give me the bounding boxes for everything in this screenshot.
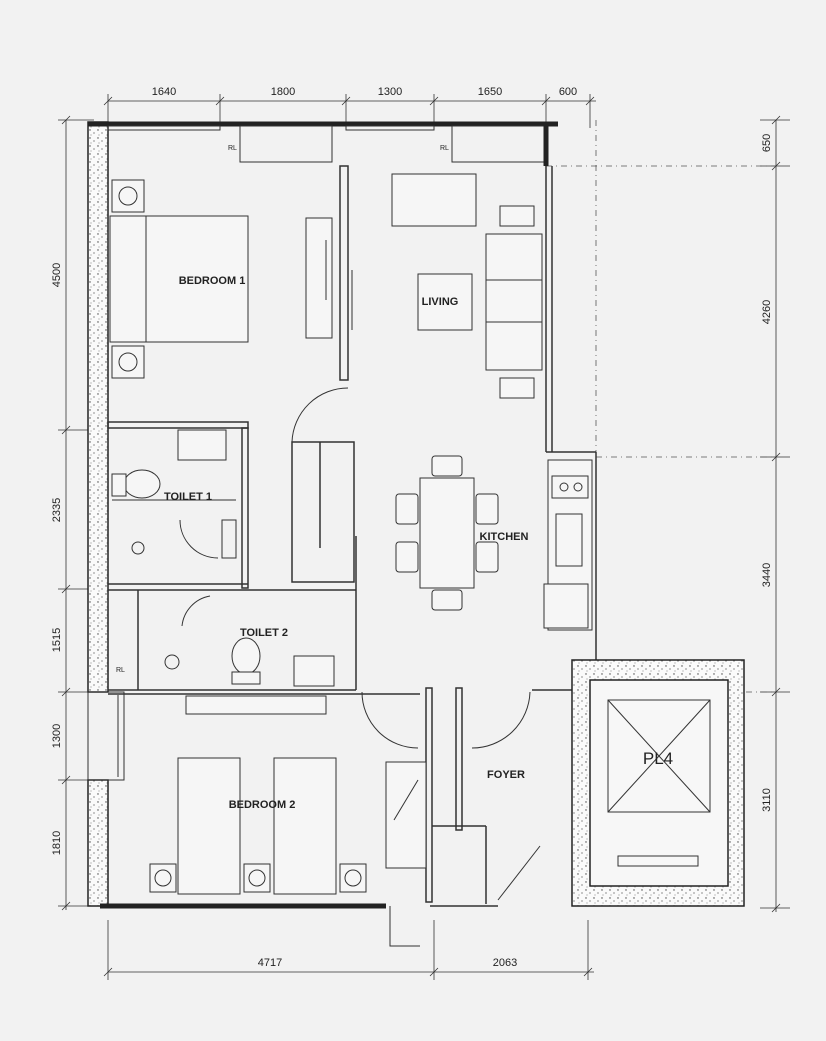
- bedroom2-furniture: [149, 695, 427, 895]
- shower-1: [177, 429, 227, 461]
- dim-left-2: 2335: [51, 498, 63, 522]
- bedroom1-furniture: [109, 179, 353, 379]
- rl-tag-2: RL: [440, 145, 449, 152]
- bed-2a: [177, 757, 241, 895]
- living-furniture: [391, 173, 543, 399]
- sink: [555, 513, 583, 567]
- interior-walls: [107, 165, 596, 904]
- rl-tags: RL RL RL: [116, 145, 449, 674]
- wc-1: [123, 469, 161, 499]
- toilet2-fixtures: [164, 595, 335, 687]
- sofa: [485, 233, 543, 371]
- room-toilet1: TOILET 1: [164, 491, 212, 503]
- dim-top-3: 1300: [378, 86, 402, 98]
- room-toilet2: TOILET 2: [240, 627, 288, 639]
- rl-tag-1: RL: [228, 145, 237, 152]
- dim-bottom-1: 4717: [258, 957, 282, 969]
- dining-set: [395, 455, 499, 611]
- coffee-table: [417, 273, 473, 331]
- dimension-labels-right: 650 4260 3440 3110: [761, 134, 773, 812]
- wardrobe: [305, 217, 333, 339]
- dim-top-2: 1800: [271, 86, 295, 98]
- room-kitchen: KITCHEN: [480, 531, 529, 543]
- doors: [291, 387, 541, 947]
- nightstand-bottom: [111, 345, 145, 379]
- dim-right-3: 3440: [761, 563, 773, 587]
- dim-left-4: 1300: [51, 724, 63, 748]
- room-foyer: FOYER: [487, 769, 525, 781]
- dining-table: [419, 477, 475, 589]
- wardrobe-2: [385, 761, 427, 869]
- kitchen-counter: [543, 459, 593, 631]
- dim-bottom-2: 2063: [493, 957, 517, 969]
- room-living: LIVING: [422, 296, 459, 308]
- dimension-labels-top: 1640 1800 1300 1650 600: [152, 86, 577, 98]
- dim-top-1: 1640: [152, 86, 176, 98]
- dim-left-1: 4500: [51, 263, 63, 287]
- room-bedroom2: BEDROOM 2: [229, 799, 296, 811]
- lift-core: PL4: [571, 659, 745, 907]
- dimension-labels-left: 4500 2335 1515 1300 1810: [51, 263, 63, 855]
- dim-top-5: 600: [559, 86, 577, 98]
- bed-2b: [273, 757, 337, 895]
- hob: [551, 475, 589, 499]
- wc-2: [231, 637, 261, 675]
- armchair: [391, 173, 477, 227]
- dim-right-4: 3110: [761, 788, 773, 812]
- dim-left-5: 1810: [51, 831, 63, 855]
- dim-right-2: 4260: [761, 300, 773, 324]
- toilet1-fixtures: [111, 429, 237, 559]
- dimension-lines: [58, 94, 790, 980]
- shower-2: [293, 655, 335, 687]
- dim-top-4: 1650: [478, 86, 502, 98]
- dimension-labels-bottom: 4717 2063: [258, 957, 517, 969]
- exterior-walls: [87, 121, 597, 909]
- nightstand-top: [111, 179, 145, 213]
- rl-tag-3: RL: [116, 667, 125, 674]
- dim-right-1: 650: [761, 134, 773, 152]
- room-labels: BEDROOM 1 LIVING TOILET 1 KITCHEN TOILET…: [164, 275, 529, 811]
- lift-label: PL4: [643, 749, 673, 768]
- dim-left-3: 1515: [51, 628, 63, 652]
- room-bedroom1: BEDROOM 1: [179, 275, 246, 287]
